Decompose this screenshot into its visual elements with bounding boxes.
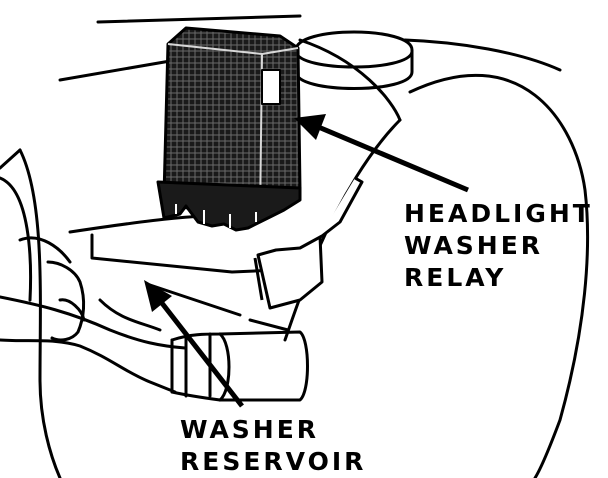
relay-label-line-3: RELAY (404, 263, 507, 292)
reservoir-filler-cap (294, 30, 414, 90)
washer-reservoir-label: WASHER RESERVOIR (180, 414, 366, 478)
reservoir-arrowhead (144, 280, 172, 312)
relay-arrowhead (294, 114, 326, 140)
relay-label-line-1: HEADLIGHT (404, 199, 593, 228)
washer-hose (0, 260, 309, 402)
relay-mounting-bracket (253, 176, 364, 310)
relay-callout-arrow (315, 123, 469, 193)
reservoir-label-line-2: RESERVOIR (180, 447, 367, 476)
washer-reservoir (18, 214, 290, 332)
relay-label-line-2: WASHER (404, 231, 544, 260)
reservoir-callout-arrow (156, 296, 244, 408)
reservoir-label-line-1: WASHER (180, 415, 320, 444)
headlight-washer-relay-label: HEADLIGHT WASHER RELAY (404, 198, 593, 294)
headlight-washer-relay (156, 26, 302, 232)
callout-arrows (144, 114, 469, 408)
